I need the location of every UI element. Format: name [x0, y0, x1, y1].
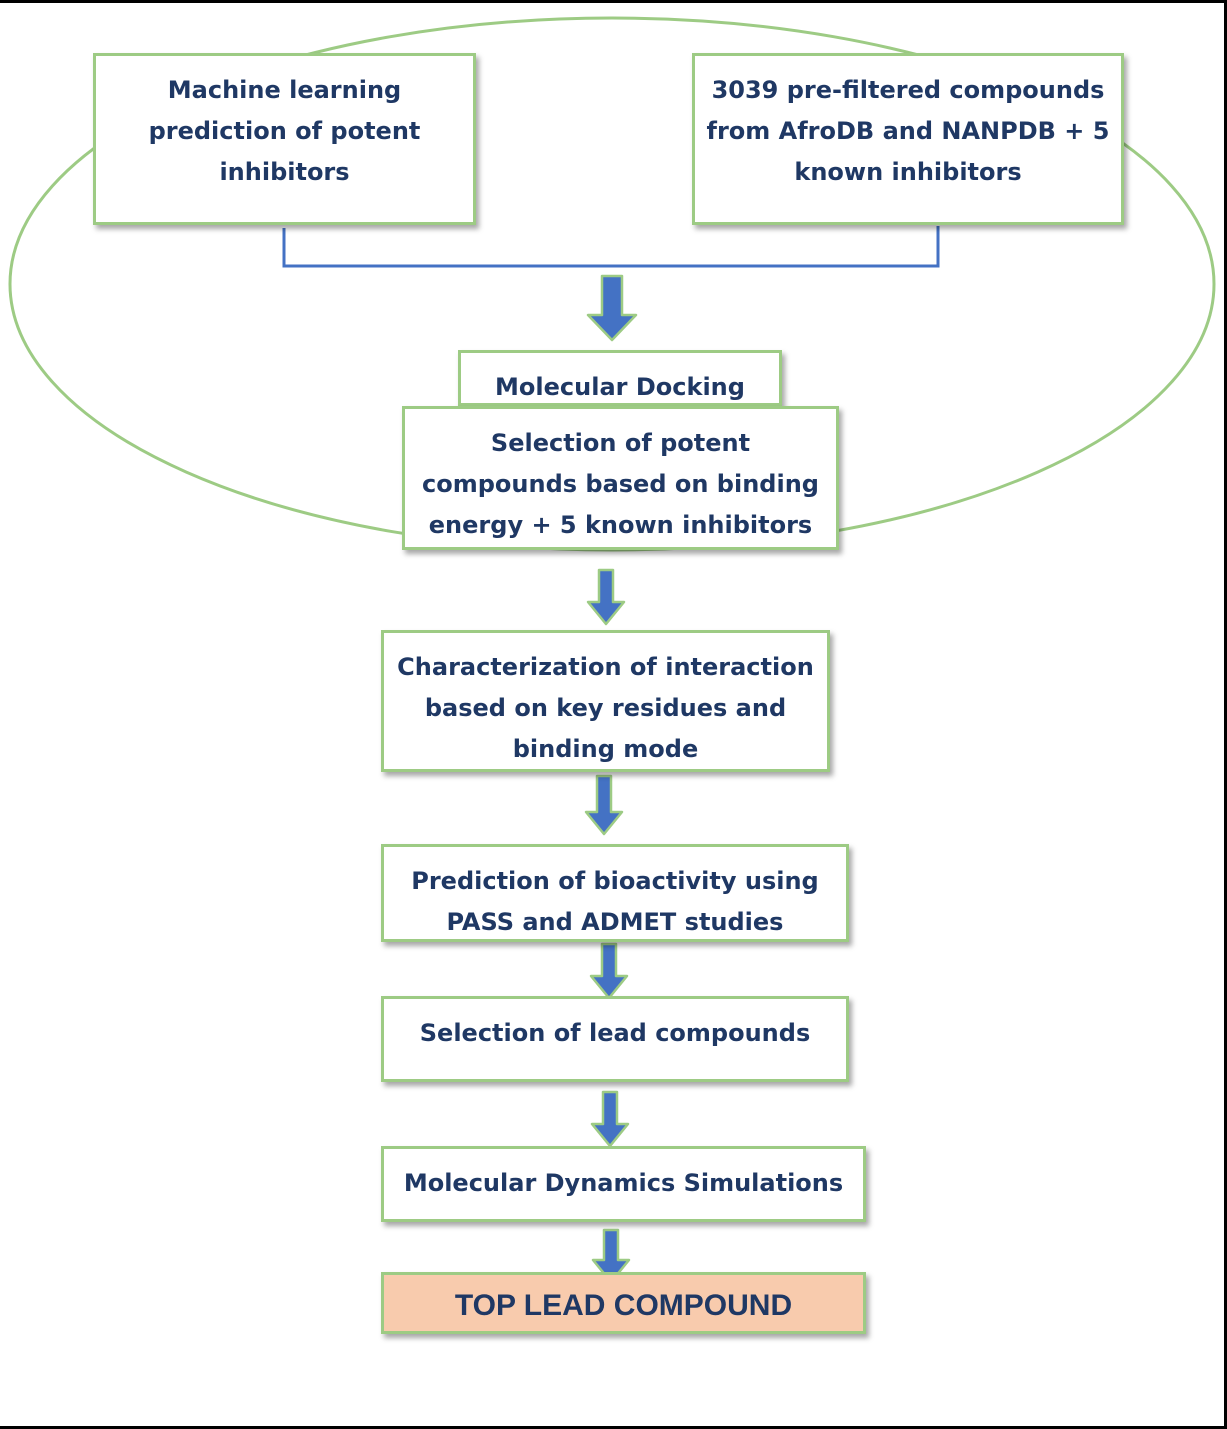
molecular-docking-label: Molecular Docking	[495, 373, 745, 401]
characterization-label: Characterization of interaction based on…	[397, 653, 814, 763]
bioactivity-label: Prediction of bioactivity using PASS and…	[411, 867, 819, 936]
md-simulations-label: Molecular Dynamics Simulations	[403, 1169, 844, 1197]
grouping-ellipse	[8, 16, 1216, 552]
molecular-docking-box: Molecular Docking	[458, 350, 782, 406]
arrow-to-bioactivity	[584, 774, 624, 836]
characterization-box: Characterization of interaction based on…	[381, 630, 830, 772]
arrow-to-md-simulations	[590, 1090, 630, 1148]
md-simulations-box: Molecular Dynamics Simulations	[381, 1146, 866, 1222]
arrow-to-lead-selection	[589, 942, 629, 1000]
ml-prediction-box: Machine learning prediction of potent in…	[93, 53, 476, 225]
selection-potent-label: Selection of potent compounds based on b…	[422, 429, 819, 539]
ml-prediction-label: Machine learning prediction of potent in…	[148, 76, 421, 186]
prefiltered-compounds-label: 3039 pre-filtered compounds from AfroDB …	[706, 76, 1110, 186]
top-lead-compound-box: TOP LEAD COMPOUND	[381, 1272, 866, 1334]
arrow-to-characterization	[586, 568, 626, 626]
arrow-to-top-lead	[591, 1228, 631, 1284]
bioactivity-box: Prediction of bioactivity using PASS and…	[381, 844, 849, 942]
prefiltered-compounds-box: 3039 pre-filtered compounds from AfroDB …	[692, 53, 1124, 225]
arrow-to-docking	[586, 274, 638, 342]
selection-potent-box: Selection of potent compounds based on b…	[402, 406, 839, 550]
top-lead-compound-label: TOP LEAD COMPOUND	[454, 1289, 793, 1322]
lead-selection-label: Selection of lead compounds	[419, 1019, 811, 1047]
merge-connector	[282, 226, 940, 268]
lead-selection-box: Selection of lead compounds	[381, 996, 849, 1082]
